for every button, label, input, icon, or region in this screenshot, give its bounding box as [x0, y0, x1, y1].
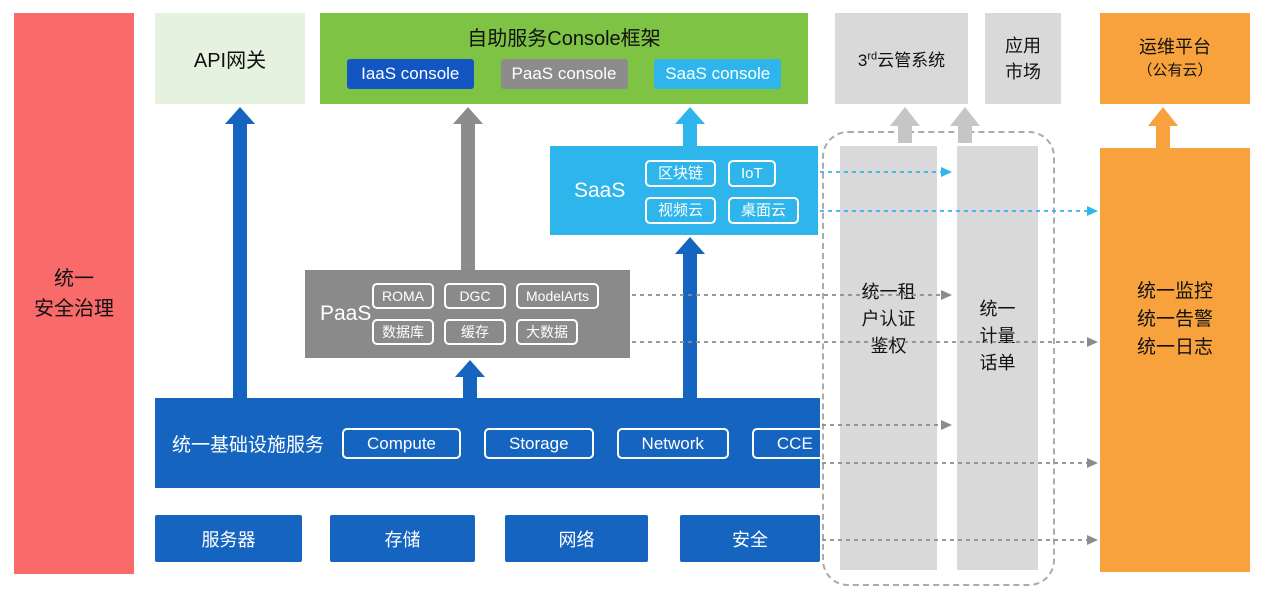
- saas-chip-blockchain: 区块链: [645, 160, 717, 187]
- console-frame-title: 自助服务Console框架: [467, 28, 661, 50]
- paas-chip-modelarts: ModelArts: [516, 283, 600, 309]
- arrow-iaas-to-api-gateway: [225, 107, 255, 398]
- self-service-console-frame: 自助服务Console框架 IaaS console PaaS console …: [320, 13, 808, 104]
- ops-platform-line: 运维平台: [1139, 37, 1211, 57]
- paas-chip-row: 数据库 缓存 大数据: [372, 319, 599, 345]
- auth-bar-line: 户认证: [861, 308, 916, 329]
- paas-chip-database: 数据库: [372, 319, 434, 345]
- saas-chip-video-cloud: 视频云: [645, 197, 717, 224]
- auth-bar-line: 统一租: [861, 281, 916, 302]
- third-cloud-superscript: rd: [867, 50, 878, 63]
- paas-chip-bigdata: 大数据: [516, 319, 578, 345]
- foundation-label: 服务器: [201, 529, 256, 550]
- foundation-box-server: 服务器: [155, 515, 302, 562]
- saas-chip-row: 视频云 桌面云: [645, 197, 800, 224]
- monitoring-bar-line: 统一日志: [1136, 337, 1213, 358]
- unified-tenant-auth-bar: 统一租 户认证 鉴权: [840, 146, 937, 570]
- monitoring-bar-line: 统一告警: [1136, 309, 1213, 330]
- arrow-saas-to-console: [675, 107, 705, 146]
- infrastructure-label: 统一基础设施服务: [172, 434, 325, 456]
- saas-chip-grid: 区块链 IoT 视频云 桌面云: [645, 160, 800, 224]
- console-chip-row: IaaS console PaaS console SaaS console: [320, 59, 808, 89]
- saas-console-chip: SaaS console: [654, 59, 782, 89]
- app-market-line: 应用: [1005, 35, 1041, 56]
- third-party-cloud-mgmt-box: 3rd云管系统: [835, 13, 968, 104]
- app-market-box: 应用 市场: [985, 13, 1061, 104]
- paas-console-chip: PaaS console: [500, 59, 628, 89]
- saas-label: SaaS: [574, 178, 626, 202]
- arrow-paas-to-console: [453, 107, 483, 270]
- paas-chip-cache: 缓存: [444, 319, 506, 345]
- auth-bar-line: 鉴权: [870, 335, 907, 356]
- foundation-box-storage: 存储: [330, 515, 475, 562]
- dashed-iaas-to-monitoring-head: [1087, 458, 1098, 468]
- iaas-chip-storage: Storage: [484, 427, 594, 459]
- ops-platform-line: （公有云）: [1137, 62, 1213, 79]
- saas-layer-box: SaaS 区块链 IoT 视频云 桌面云: [550, 146, 818, 235]
- dashed-paas-to-monitoring-head: [1087, 337, 1098, 347]
- infrastructure-chip-row: Compute Storage Network CCE: [342, 427, 838, 459]
- arrow-monitoring-to-ops-platform: [1148, 107, 1178, 148]
- foundation-label: 存储: [384, 529, 421, 550]
- unified-monitoring-bar: 统一监控 统一告警 统一日志: [1100, 148, 1250, 572]
- iaas-console-chip: IaaS console: [346, 59, 474, 89]
- dashed-saas-to-monitoring-head: [1087, 206, 1098, 216]
- iaas-chip-cce: CCE: [751, 427, 838, 459]
- iaas-chip-compute: Compute: [342, 427, 461, 459]
- third-cloud-suffix: 云管系统: [877, 51, 946, 70]
- dashed-group-container: [822, 131, 1055, 586]
- arrow-iaas-to-paas: [455, 360, 485, 398]
- paas-chip-dgc: DGC: [444, 283, 506, 309]
- api-gateway-label: API网关: [193, 50, 267, 72]
- paas-chip-roma: ROMA: [372, 283, 434, 309]
- unified-security-governance-bar: 统一 安全治理: [14, 13, 134, 574]
- metering-bar-line: 话单: [979, 352, 1016, 373]
- third-party-cloud-label: 3rd云管系统: [858, 46, 945, 71]
- unified-metering-bar: 统一 计量 话单: [957, 146, 1038, 570]
- ops-platform-box: 运维平台 （公有云）: [1100, 13, 1250, 104]
- paas-chip-grid: ROMA DGC ModelArts 数据库 缓存 大数据: [372, 283, 600, 345]
- iaas-chip-network: Network: [616, 427, 729, 459]
- paas-layer-box: PaaS ROMA DGC ModelArts 数据库 缓存 大数据: [305, 270, 630, 358]
- metering-bar-line: 统一: [979, 298, 1016, 319]
- third-cloud-prefix: 3: [857, 51, 868, 70]
- foundation-box-security: 安全: [680, 515, 820, 562]
- unified-infrastructure-box: 统一基础设施服务 Compute Storage Network CCE: [155, 398, 838, 488]
- api-gateway-box: API网关: [155, 13, 305, 104]
- paas-chip-row: ROMA DGC ModelArts: [372, 283, 600, 309]
- saas-chip-iot: IoT: [728, 160, 776, 187]
- security-bar-line: 安全治理: [34, 297, 114, 320]
- foundation-label: 网络: [558, 529, 595, 550]
- arrow-iaas-to-saas: [675, 237, 705, 398]
- saas-chip-row: 区块链 IoT: [645, 160, 799, 187]
- monitoring-bar-line: 统一监控: [1136, 281, 1213, 302]
- paas-label: PaaS: [320, 302, 372, 325]
- dashed-foundation-to-monitoring-head: [1087, 535, 1098, 545]
- security-bar-line: 统一: [54, 267, 94, 290]
- app-market-line: 市场: [1005, 61, 1041, 82]
- foundation-label: 安全: [732, 529, 768, 550]
- foundation-box-network: 网络: [505, 515, 648, 562]
- saas-chip-desktop-cloud: 桌面云: [728, 197, 800, 224]
- metering-bar-line: 计量: [979, 325, 1016, 346]
